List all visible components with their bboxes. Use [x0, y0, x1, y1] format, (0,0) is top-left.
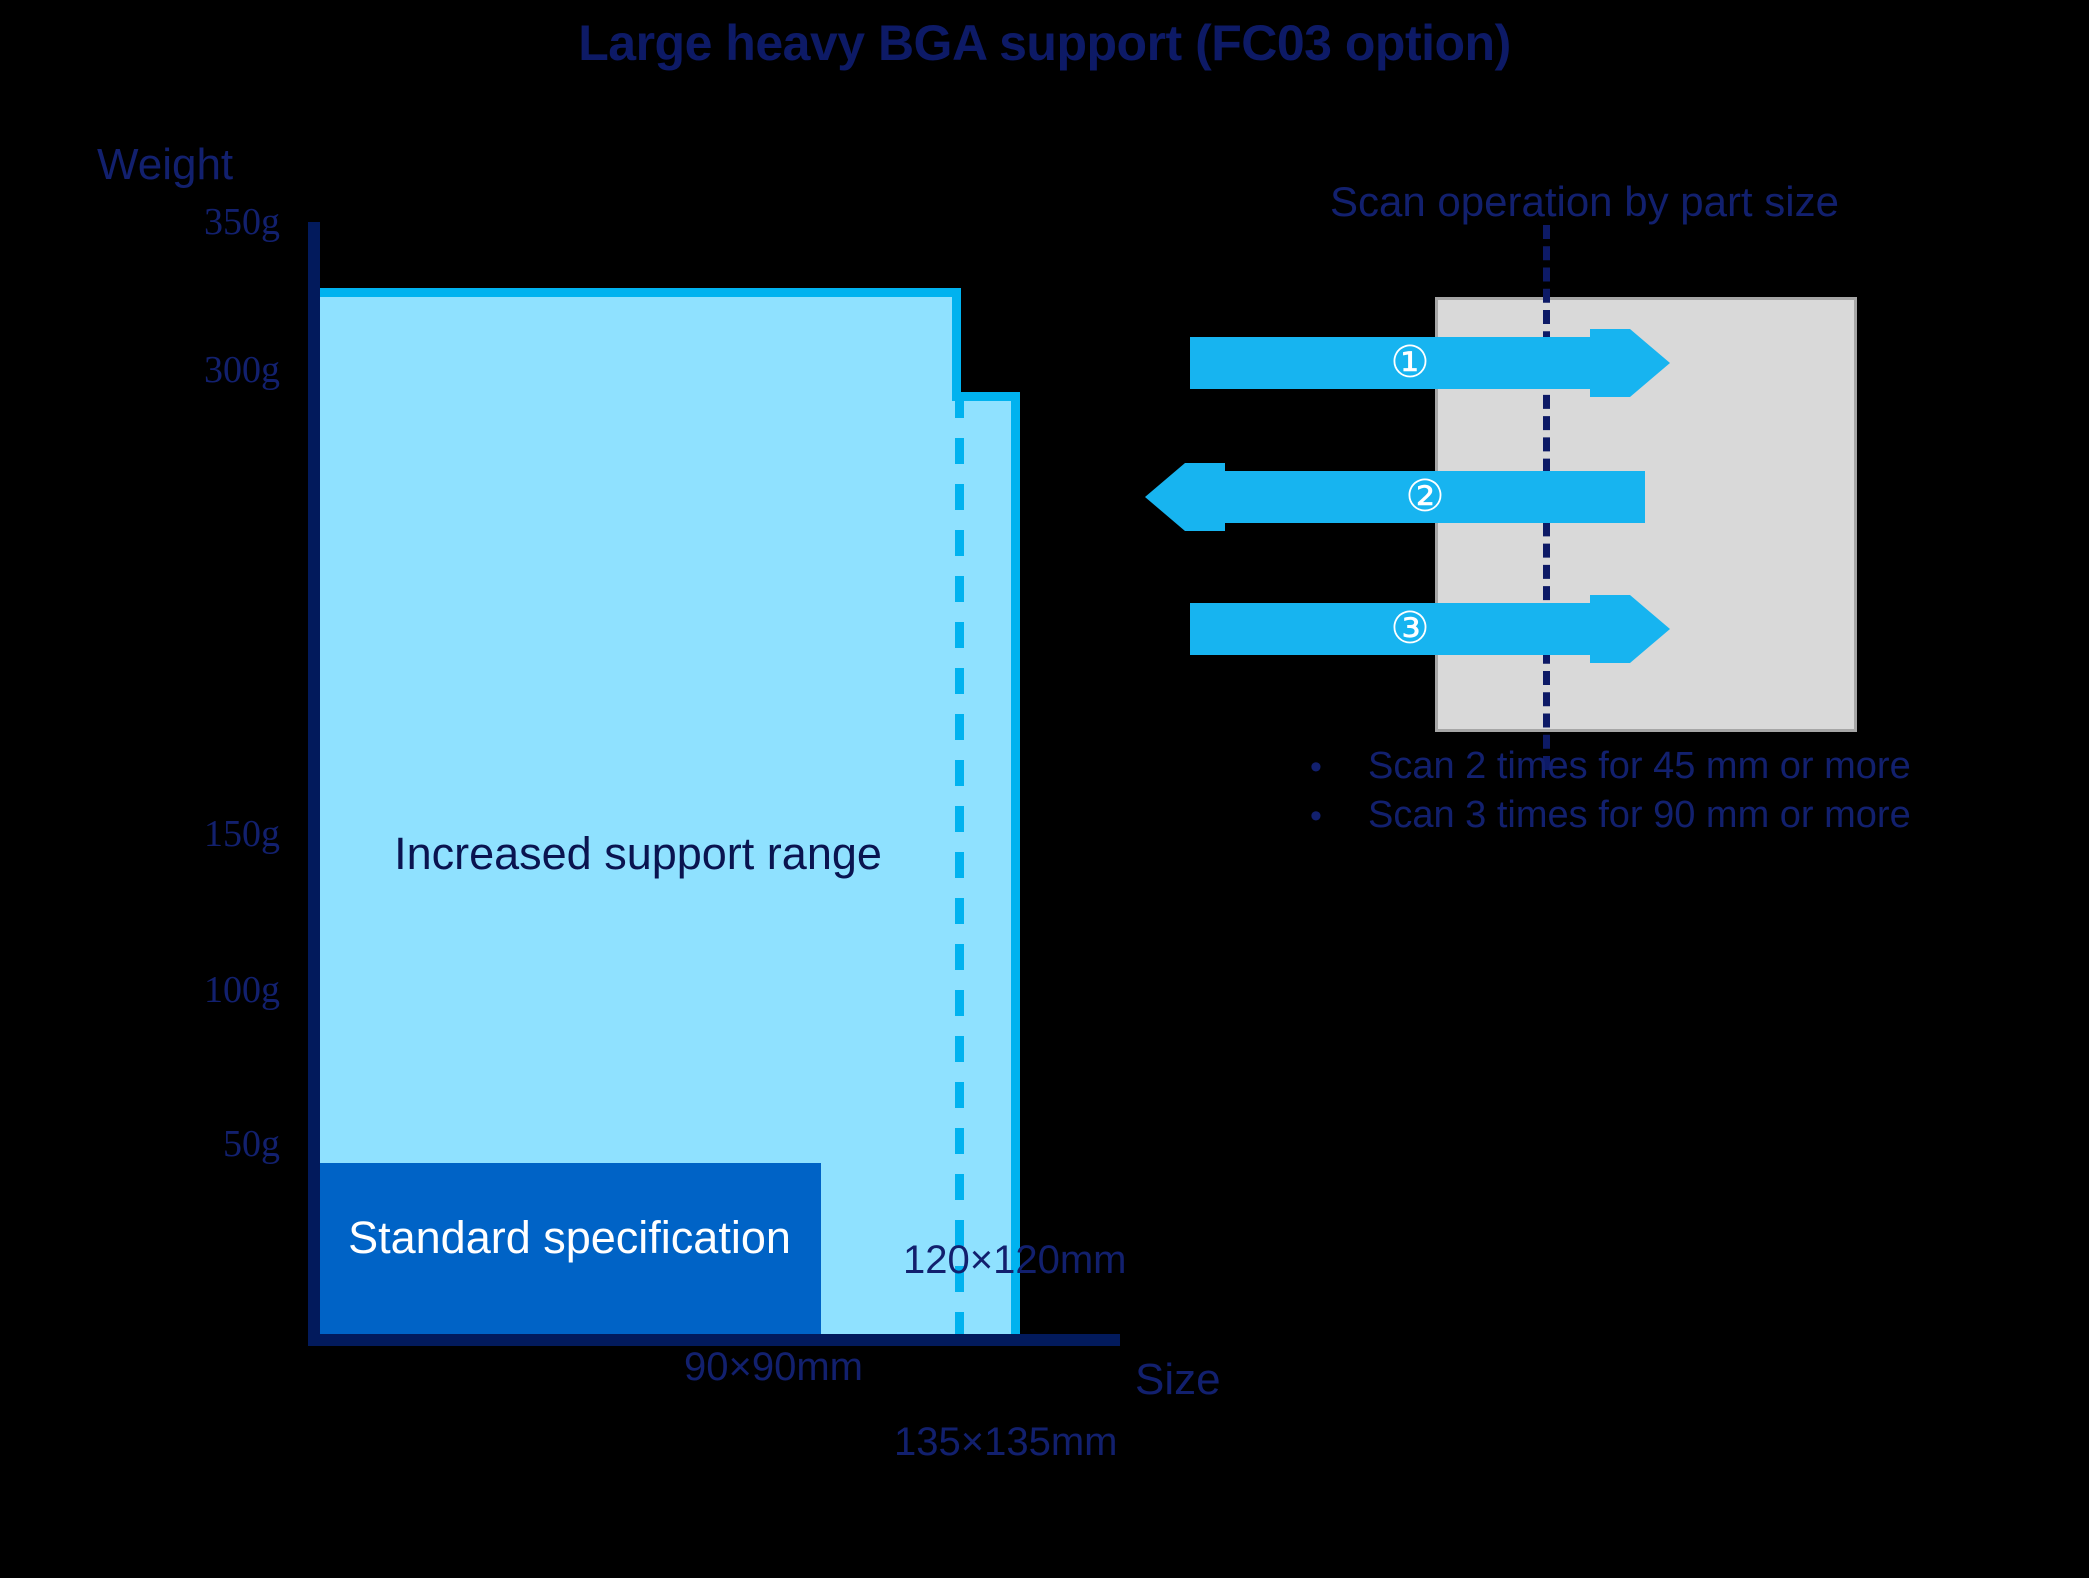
list-item-text: Scan 2 times for 45 mm or more — [1368, 745, 1911, 787]
y-tick-label: 100g — [204, 969, 280, 1011]
scan-arrow-3-number: ③ — [1390, 604, 1430, 653]
y-tick-50: 50g — [80, 1122, 280, 1165]
arrow-left-icon — [1145, 463, 1645, 531]
increased-range-label: Increased support range — [394, 828, 882, 879]
y-tick-150: 150g — [80, 812, 280, 855]
y-tick-label: 350g — [204, 201, 280, 243]
list-item-text: Scan 3 times for 90 mm or more — [1368, 794, 1911, 836]
scan-notes-list: • Scan 2 times for 45 mm or more • Scan … — [1310, 745, 2089, 843]
y-tick-300: 300g — [80, 348, 280, 391]
arrow-right-icon — [1190, 595, 1670, 663]
standard-specification-box — [318, 1163, 821, 1334]
chart-panel: Weight Size 350g 300g 150g 100g 50g Incr… — [80, 140, 1221, 1464]
scan-panel-title: Scan operation by part size — [1330, 178, 1839, 225]
y-tick-350: 350g — [80, 200, 280, 243]
bullet-icon: • — [1310, 797, 1322, 835]
arrow-right-icon — [1190, 329, 1670, 397]
y-tick-label: 50g — [223, 1123, 280, 1165]
increased-range-fill — [318, 297, 952, 1335]
y-tick-100: 100g — [80, 968, 280, 1011]
scan-arrow-3: ③ — [1190, 595, 1670, 663]
size-label-90: 90×90mm — [684, 1345, 863, 1389]
size-label-135: 135×135mm — [894, 1420, 1118, 1464]
y-axis-title: Weight — [97, 140, 234, 189]
x-axis-title: Size — [1135, 1355, 1221, 1404]
size-label-120: 120×120mm — [903, 1238, 1127, 1282]
list-item: • Scan 3 times for 90 mm or more — [1310, 794, 2089, 837]
x-axis-line — [308, 1334, 1120, 1346]
scan-arrow-1-number: ① — [1390, 338, 1430, 387]
size-divider-dashed-line — [955, 392, 964, 1340]
y-axis-line — [308, 222, 320, 1342]
scan-diagram: ① ② ③ — [1145, 225, 2089, 770]
scan-arrow-2: ② — [1145, 463, 1645, 531]
y-tick-label: 300g — [204, 349, 280, 391]
bullet-icon: • — [1310, 748, 1322, 786]
scan-panel: Scan operation by part size ① ② ③ — [1145, 0, 2089, 1578]
page-title: Large heavy BGA support (FC03 option) — [578, 15, 1511, 71]
y-tick-label: 150g — [204, 813, 280, 855]
list-item: • Scan 2 times for 45 mm or more — [1310, 745, 2089, 788]
scan-arrow-2-number: ② — [1405, 472, 1445, 521]
scan-arrow-1: ① — [1190, 329, 1670, 397]
standard-specification-label: Standard specification — [348, 1212, 791, 1263]
